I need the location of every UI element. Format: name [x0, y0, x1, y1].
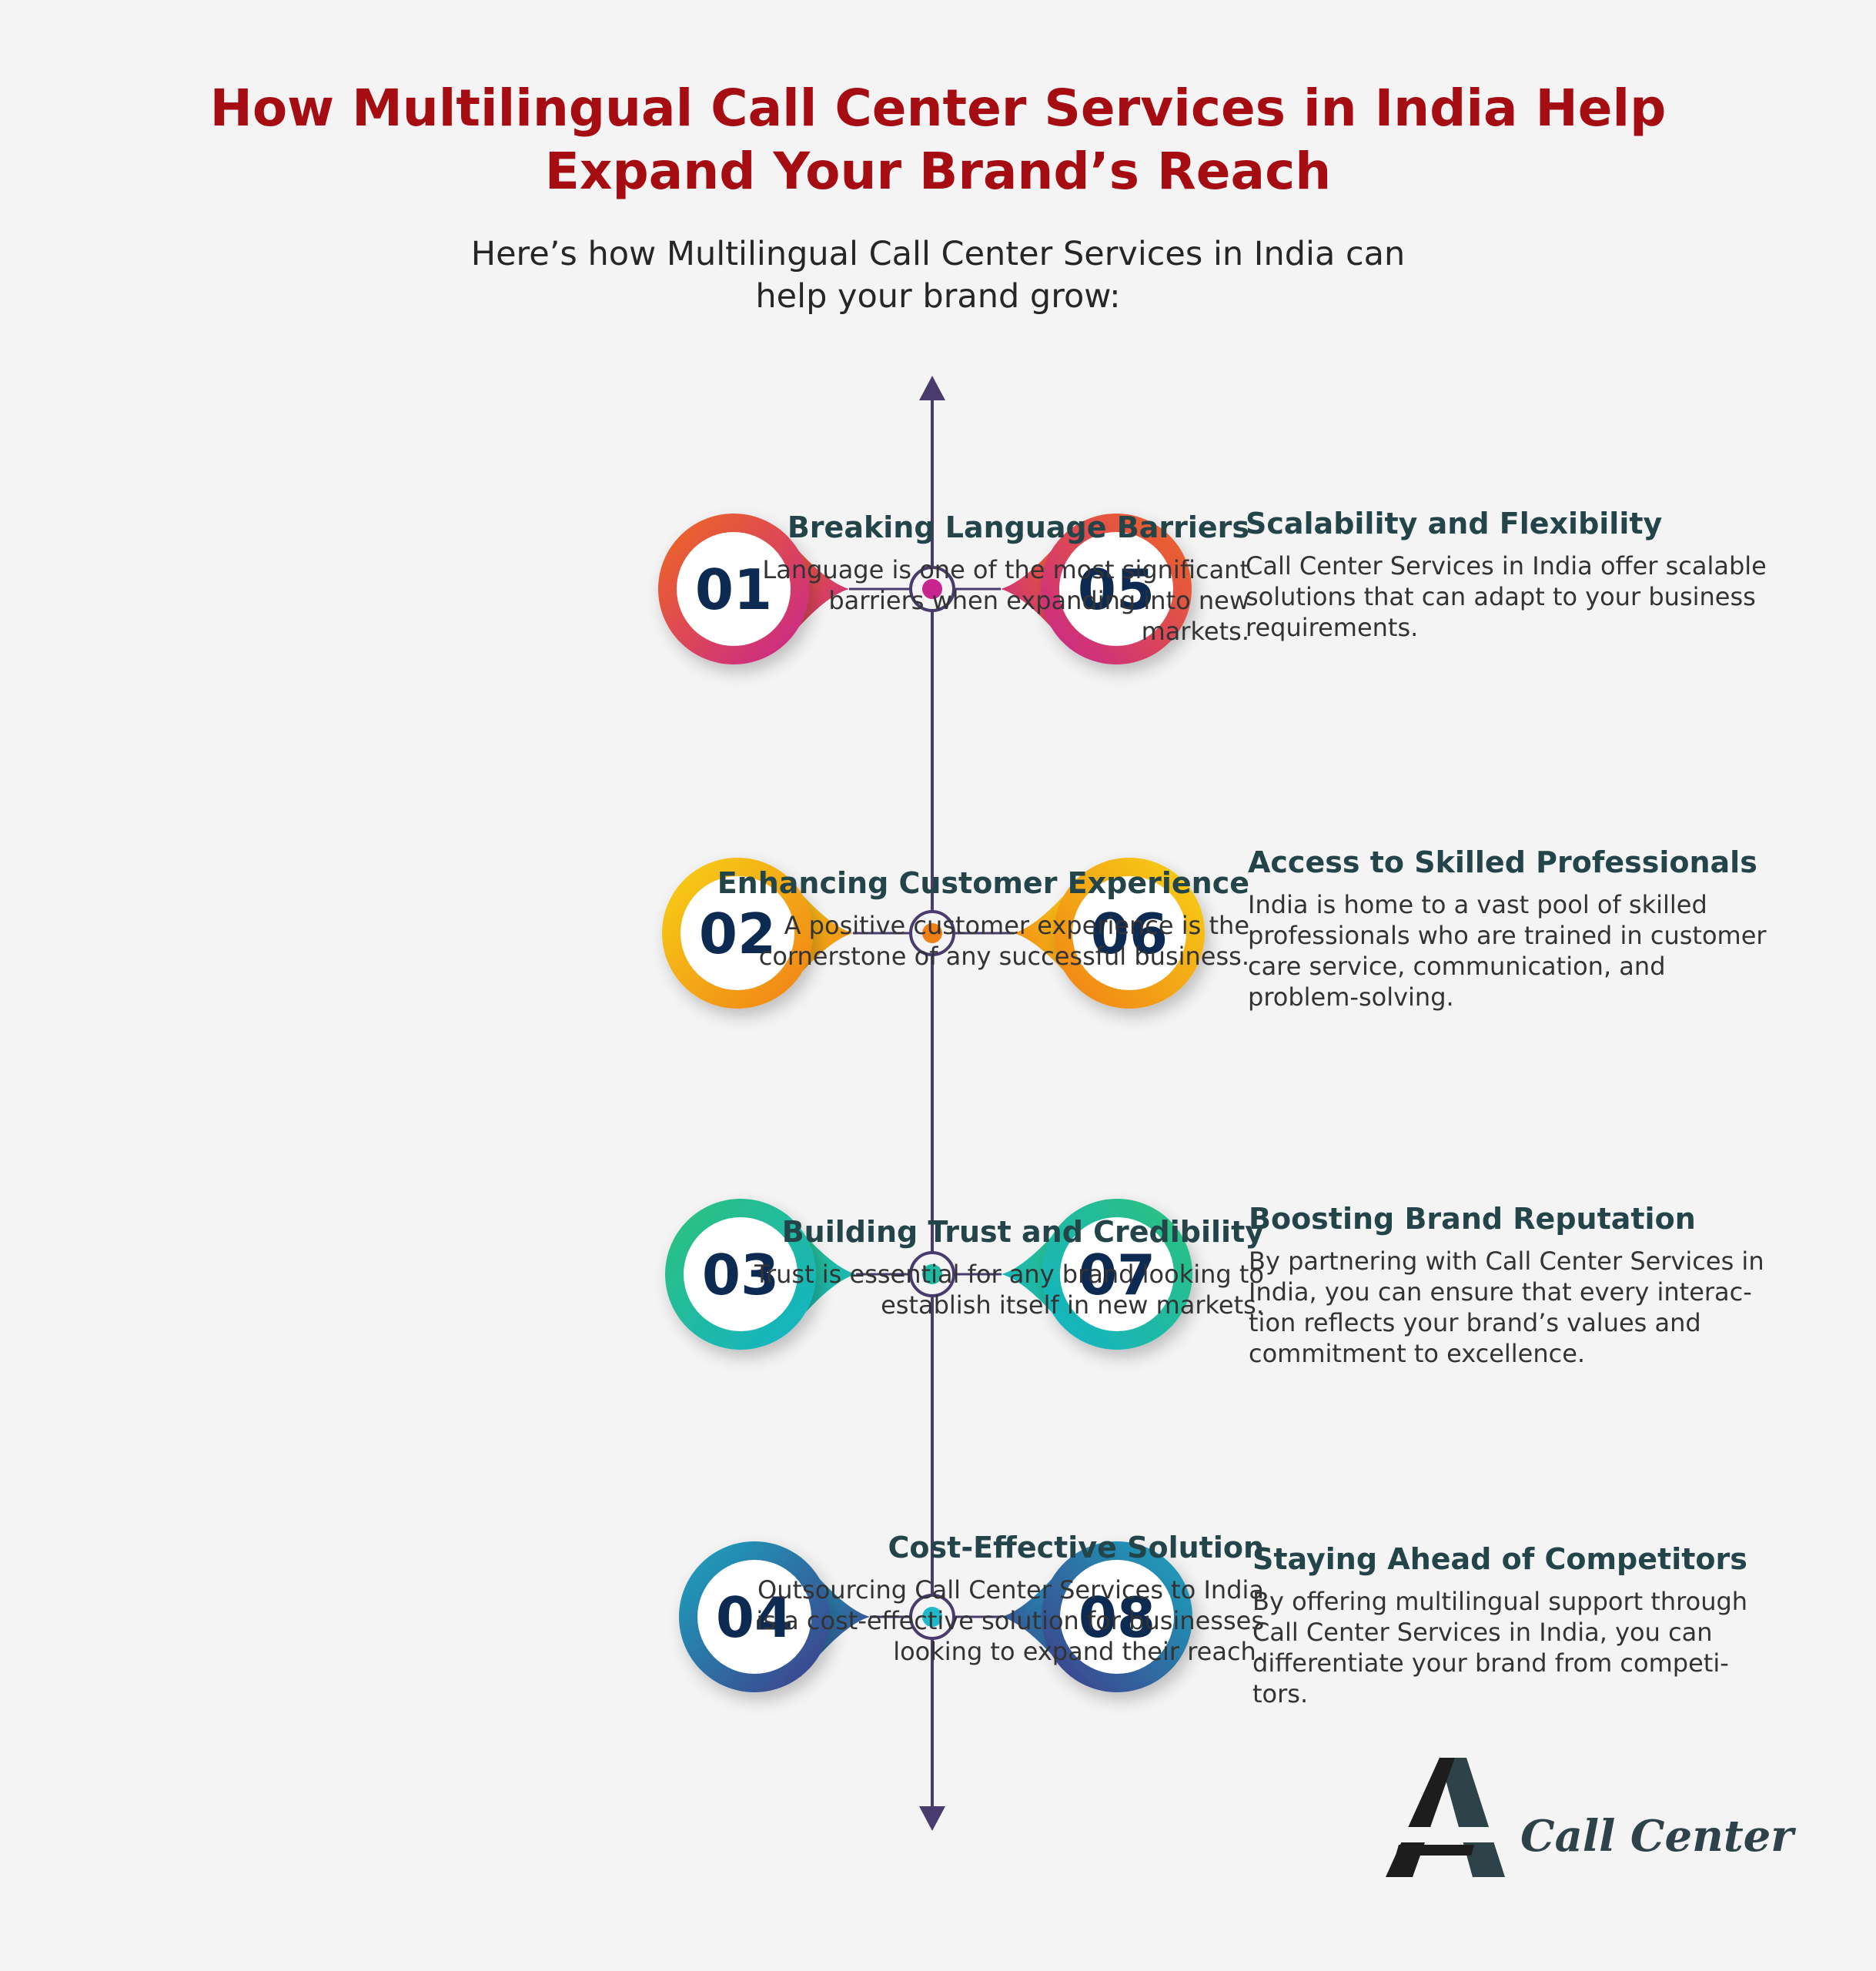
description-line: Call Center Services in India offer scal… [1246, 551, 1767, 581]
item-description: Trust is essential for any brand looking… [754, 1259, 1264, 1320]
description-line: looking to expand their reach. [893, 1637, 1264, 1666]
description-line: barriers when expanding into new [828, 586, 1249, 615]
item-heading: Enhancing Customer Experience [717, 866, 1249, 900]
badge-center [697, 1560, 811, 1674]
badge-06: 06 [1014, 858, 1205, 1009]
description-line: cornerstone of any successful business. [758, 942, 1249, 971]
axis-arrow-down-icon [919, 1806, 945, 1831]
title-line-1: How Multilingual Call Center Services in… [209, 79, 1667, 138]
item-heading: Boosting Brand Reputation [1249, 1202, 1696, 1236]
badge-08: 08 [1002, 1541, 1192, 1692]
badge-center [1060, 1560, 1174, 1674]
description-line: By offering multilingual support through [1252, 1587, 1748, 1616]
item-description: By offering multilingual support through… [1252, 1586, 1747, 1709]
badge-07: 07 [1002, 1199, 1192, 1350]
axis-node-dot [922, 579, 942, 599]
badge-number: 05 [1078, 557, 1155, 622]
description-line: is a cost-effective solution for busines… [756, 1606, 1264, 1635]
badge-05: 05 [1001, 514, 1192, 664]
badge-number: 07 [1078, 1243, 1155, 1307]
badge-center [1072, 876, 1186, 990]
badge-number: 08 [1078, 1585, 1155, 1650]
axis-node-dot [922, 923, 942, 943]
badge-number: 02 [699, 902, 776, 966]
badge-center [677, 532, 791, 646]
description-line: India is home to a vast pool of skilled [1248, 890, 1707, 919]
subtitle-line-1: Here’s how Multilingual Call Center Serv… [470, 235, 1406, 273]
badge-number: 01 [695, 557, 772, 622]
badge-number: 03 [702, 1243, 779, 1307]
item-heading: Access to Skilled Professionals [1248, 845, 1757, 879]
badge-center [1060, 1217, 1174, 1331]
item-description: By partnering with Call Center Services … [1249, 1246, 1764, 1369]
axis-arrow-up-icon [919, 376, 945, 400]
description-line: differentiate your brand from competi- [1252, 1648, 1729, 1678]
description-line: professionals who are trained in custome… [1248, 921, 1767, 950]
badge-03: 03 [665, 1199, 856, 1350]
item-08: Staying Ahead of Competitors By offering … [1252, 1540, 1747, 1709]
item-heading: Scalability and Flexibility [1246, 507, 1663, 540]
a-letter-logo-icon [1386, 1758, 1505, 1877]
logo-text: Call Center [1520, 1811, 1794, 1862]
item-02: Enhancing Customer Experience A positive … [717, 864, 1249, 972]
description-line: problem-solving. [1248, 982, 1454, 1012]
description-line: establish itself in new markets. [881, 1290, 1264, 1320]
badge-04: 04 [679, 1541, 870, 1692]
description-line: markets. [1141, 617, 1249, 646]
badge-number: 06 [1091, 902, 1168, 966]
badge-center [684, 1217, 798, 1331]
item-description: Call Center Services in India offer scal… [1246, 550, 1767, 643]
title-line-2: Expand Your Brand’s Reach [544, 142, 1332, 201]
item-07: Boosting Brand Reputation By partnering w… [1249, 1200, 1764, 1369]
description-line: Call Center Services in India, you can [1252, 1618, 1713, 1647]
item-heading: Breaking Language Barriers [787, 510, 1249, 544]
page-subtitle: Here’s how Multilingual Call Center Serv… [0, 233, 1876, 318]
description-line: care service, communication, and [1248, 952, 1666, 981]
description-line: India, you can ensure that every interac… [1249, 1277, 1752, 1307]
item-heading: Cost-Effective Solution [888, 1531, 1264, 1564]
description-line: tors. [1252, 1679, 1309, 1708]
description-line: Trust is essential for any brand looking… [754, 1260, 1264, 1289]
badge-center [681, 876, 794, 990]
item-description: Outsourcing Call Center Services to Indi… [756, 1574, 1264, 1667]
description-line: Language is one of the most significant [762, 555, 1249, 584]
badge-center [1059, 532, 1173, 646]
description-line: Outsourcing Call Center Services to Indi… [757, 1575, 1264, 1605]
item-heading: Staying Ahead of Competitors [1252, 1542, 1747, 1576]
page-title: How Multilingual Call Center Services in… [0, 77, 1876, 203]
description-line: requirements. [1246, 613, 1419, 642]
description-line: tion reflects your brand’s values and [1249, 1308, 1701, 1337]
axis-node-dot [922, 1607, 942, 1627]
description-line: By partnering with Call Center Services … [1249, 1247, 1764, 1276]
description-line: A positive customer experience is the [784, 911, 1249, 940]
subtitle-line-2: help your brand grow: [755, 277, 1121, 316]
axis-node-dot [922, 1264, 942, 1284]
badge-01: 01 [658, 514, 849, 664]
description-line: solutions that can adapt to your busines… [1246, 582, 1756, 611]
item-heading: Building Trust and Credibility [781, 1215, 1264, 1249]
description-line: commitment to excellence. [1249, 1339, 1586, 1368]
badge-02: 02 [662, 858, 853, 1009]
badge-number: 04 [716, 1585, 793, 1650]
